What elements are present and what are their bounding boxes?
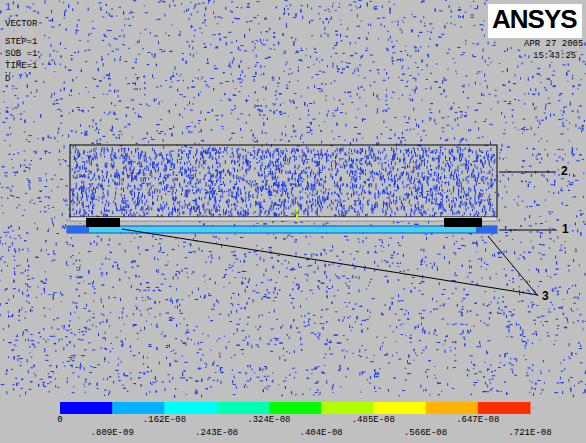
date: APR 27 2005	[523, 40, 584, 50]
color-band	[112, 402, 165, 414]
step-info: STEP=1	[4, 38, 38, 48]
color-band	[426, 402, 479, 414]
scale-value: .647E-08	[455, 416, 500, 426]
logo: ANSYS	[491, 5, 578, 34]
leader-line	[488, 236, 538, 296]
support-block	[86, 218, 120, 227]
color-band	[269, 402, 322, 414]
interface-strip	[70, 217, 497, 221]
time: 15:43:25	[532, 52, 577, 62]
domain-outline	[70, 145, 497, 217]
scale-value: .162E-08	[142, 416, 187, 426]
color-band	[321, 402, 374, 414]
scale-value: .566E-08	[403, 429, 448, 439]
color-band	[478, 402, 531, 414]
plate-end	[476, 226, 497, 233]
plate	[67, 226, 497, 233]
time-info: TIME=1	[4, 62, 38, 72]
plate-end	[67, 226, 89, 233]
color-band	[60, 402, 113, 414]
leader-line	[499, 230, 557, 231]
load-marker	[295, 212, 299, 214]
result-item: D	[4, 75, 11, 85]
scale-value: .404E-08	[299, 429, 344, 439]
scale-value: .324E-08	[246, 416, 291, 426]
substep-info: SUB =1	[4, 50, 38, 60]
callout-number: 2	[560, 165, 569, 178]
color-band	[164, 402, 217, 414]
scale-value: .243E-08	[194, 429, 239, 439]
plot-type: VECTOR	[4, 20, 38, 30]
color-bar-ground	[56, 398, 536, 440]
scale-value: .721E-08	[507, 429, 552, 439]
leader-line	[122, 229, 538, 295]
vector-field	[0, 0, 586, 398]
support-block	[444, 218, 482, 227]
scale-value: .809E-09	[90, 429, 135, 439]
color-band	[373, 402, 426, 414]
leader-line	[499, 172, 556, 173]
load-marker	[296, 205, 298, 222]
color-band	[217, 402, 270, 414]
callout-number: 1	[561, 223, 570, 236]
logo-ground	[488, 4, 582, 38]
callout-number: 3	[541, 290, 550, 303]
scale-value: 0	[56, 416, 63, 426]
window-number: 1	[4, 2, 12, 13]
color-bar	[56, 398, 536, 440]
scale-value: .485E-08	[351, 416, 396, 426]
